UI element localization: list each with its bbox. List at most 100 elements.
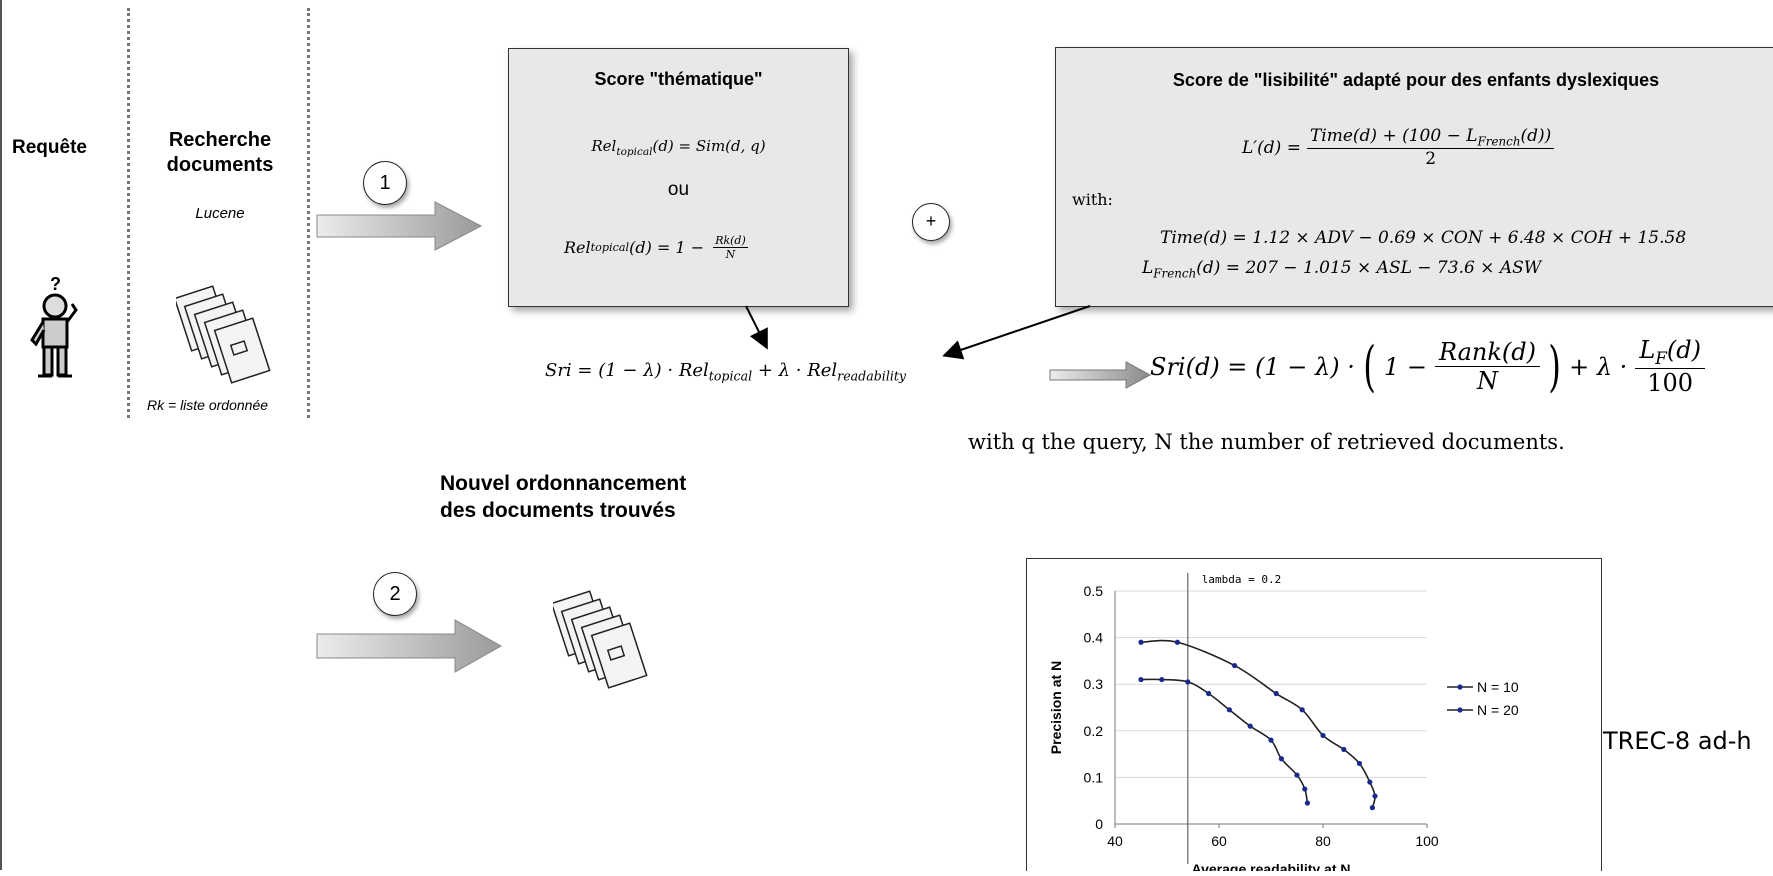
sri-final-formula: Sri(d) = (1 − λ) · ( 1 − Rank(d) N ) + λ…	[1150, 335, 1705, 398]
data-point	[1367, 779, 1373, 785]
step1-badge: 1	[363, 161, 407, 205]
lprime-den: 2	[1425, 149, 1437, 170]
topical-f2-sub: topical	[590, 241, 630, 254]
data-point	[1320, 732, 1326, 739]
lprime-num: Time(d) + (100 − L	[1309, 126, 1478, 146]
data-point	[1273, 690, 1279, 697]
data-point	[1268, 737, 1274, 743]
y-tick-label: 0.3	[1084, 676, 1104, 692]
x-tick-label: 60	[1211, 833, 1227, 849]
y-tick-label: 0.2	[1084, 723, 1104, 739]
sri-a: Sri = (1 − λ) · Rel	[545, 360, 709, 381]
requete-label: Requête	[12, 137, 87, 158]
data-point	[1302, 786, 1308, 792]
recherche-label: Recherche documents	[140, 128, 300, 178]
y-tick-label: 0.1	[1084, 769, 1104, 785]
divider-right	[307, 8, 310, 418]
final-mid: + λ ·	[1569, 352, 1628, 381]
lambda-annotation: lambda = 0.2	[1202, 573, 1281, 586]
data-point	[1159, 676, 1165, 683]
user-query-icon: ?	[30, 274, 78, 378]
data-point	[1372, 793, 1378, 799]
nouvel-line2: des documents trouvés	[440, 499, 676, 522]
lfrench-formula: LFrench(d) = 207 − 1.015 × ASL − 73.6 × …	[1142, 258, 1541, 280]
lfrench-rhs: (d) = 207 − 1.015 × ASL − 73.6 × ASW	[1196, 258, 1542, 278]
lprime-formula: L′(d) = Time(d) + (100 − LFrench(d)) 2	[1242, 126, 1555, 170]
data-point	[1278, 756, 1284, 762]
legend-marker	[1457, 684, 1463, 690]
sri-formula: Sri = (1 − λ) · Reltopical + λ · Relread…	[545, 360, 906, 384]
data-point	[1226, 707, 1232, 713]
data-point	[1232, 662, 1238, 669]
lprime-lhs: L′(d) =	[1242, 137, 1301, 158]
lprime-num-sub: French	[1477, 134, 1521, 149]
topical-f2-lhs: Rel	[564, 238, 591, 257]
y-tick-label: 0.5	[1084, 583, 1104, 599]
plus-badge: +	[912, 203, 950, 241]
legend-label: N = 20	[1477, 702, 1519, 718]
data-point	[1138, 639, 1144, 645]
data-point	[1294, 772, 1300, 778]
legend-label: N = 10	[1477, 679, 1519, 695]
topical-f2-rhs: (d) = 1 −	[629, 238, 710, 257]
recherche-line2: documents	[166, 154, 274, 176]
data-point	[1138, 676, 1144, 683]
frame-left-border	[0, 0, 2, 870]
y-axis-title: Precision at N	[1048, 661, 1064, 754]
final-den: N	[1477, 367, 1498, 395]
final-lhs: Sri(d) = (1 − λ) ·	[1150, 352, 1355, 381]
divider-left	[127, 8, 130, 418]
data-point	[1369, 805, 1375, 811]
x-tick-label: 80	[1315, 833, 1331, 849]
readability-score-box: Score de "lisibilité" adapté pour des en…	[1055, 47, 1773, 307]
time-formula: Time(d) = 1.12 × ADV − 0.69 × CON + 6.48…	[1160, 228, 1687, 248]
nouvel-line1: Nouvel ordonnancement	[440, 472, 687, 495]
final-lnum-sub: F	[1655, 347, 1667, 368]
data-point	[1341, 746, 1347, 753]
topical-f2-num: Rk(d)	[713, 234, 748, 248]
y-tick-label: 0	[1095, 816, 1103, 832]
with-query-note: with q the query, N the number of retrie…	[968, 430, 1565, 454]
final-lnum-end: (d)	[1666, 336, 1701, 365]
x-tick-label: 100	[1415, 833, 1439, 849]
connector-arrows	[745, 305, 1091, 360]
y-tick-label: 0.4	[1084, 630, 1104, 646]
question-mark: ?	[50, 274, 61, 294]
step2-badge: 2	[373, 572, 417, 616]
series-line	[1140, 639, 1376, 808]
step2-arrow	[316, 619, 503, 673]
data-point	[1304, 800, 1310, 806]
readability-title: Score de "lisibilité" adapté pour des en…	[1172, 70, 1660, 90]
with-label: with:	[1072, 190, 1113, 209]
data-point	[1185, 679, 1191, 685]
data-point	[1247, 723, 1253, 729]
recherche-line1: Recherche	[168, 129, 272, 151]
topical-score-box: Score "thématique" Reltopical(d) = Sim(d…	[508, 48, 849, 307]
ou-label: ou	[667, 179, 690, 200]
lprime-num-end: (d))	[1520, 126, 1552, 146]
trec-label: TREC-8 ad-h	[1603, 727, 1752, 755]
lucene-label: Lucene	[195, 205, 245, 222]
rk-label: Rk = liste ordonnée	[147, 397, 269, 413]
data-point	[1356, 760, 1362, 767]
lfrench-sub: French	[1153, 266, 1197, 281]
lfrench-lhs: L	[1142, 258, 1154, 278]
topical-formula1: Reltopical(d) = Sim(d, q)	[591, 137, 766, 158]
nouvel-ordonnancement-label: Nouvel ordonnancement des documents trou…	[440, 470, 686, 524]
legend-marker	[1457, 707, 1463, 713]
sri-sub-readability: readability	[837, 368, 907, 384]
sri-b: + λ · Rel	[752, 360, 838, 381]
final-arrow	[1049, 361, 1152, 389]
data-point	[1174, 639, 1180, 645]
data-point	[1299, 707, 1305, 713]
final-num: Rank(d)	[1434, 338, 1541, 367]
reordered-document-stack-icon	[553, 590, 648, 689]
topical-f2-den: N	[725, 248, 736, 261]
step1-arrow	[316, 201, 483, 251]
sri-sub-topical: topical	[708, 368, 753, 384]
final-lnum: L	[1639, 336, 1656, 365]
final-one: 1 −	[1383, 352, 1427, 381]
